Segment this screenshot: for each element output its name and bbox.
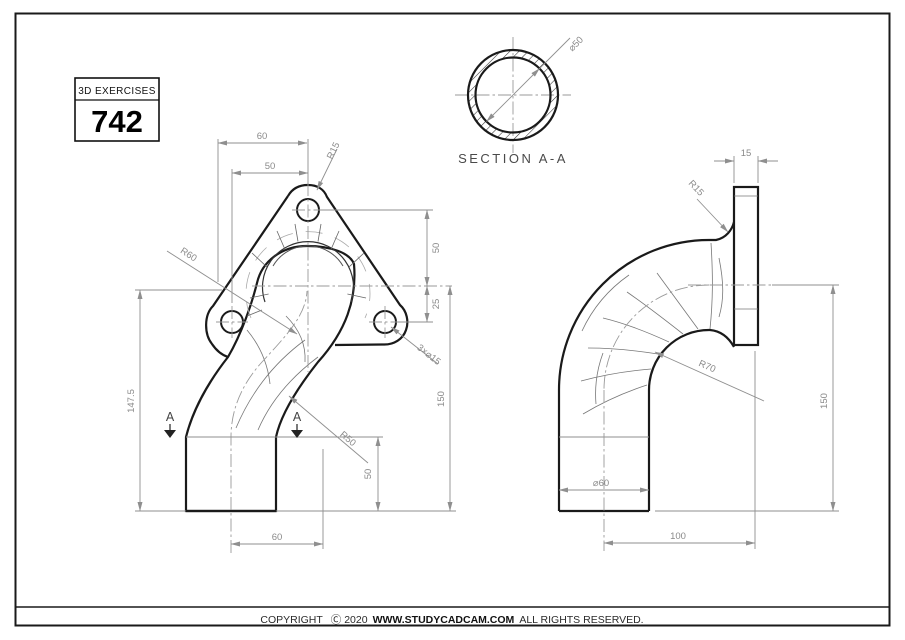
dim-horizontal-length: 100 bbox=[670, 531, 686, 542]
elbow-inner-edge bbox=[647, 328, 735, 511]
section-mark-label: A bbox=[293, 410, 302, 424]
series-label: 3D EXERCISES bbox=[78, 86, 156, 97]
title-block: 3D EXERCISES 742 bbox=[74, 77, 160, 142]
front-centerlines bbox=[216, 183, 452, 553]
dim-bolt-holes: 3×⌀15 bbox=[414, 342, 442, 367]
elbow-shading-lines bbox=[580, 242, 724, 415]
elbow-outer-edge bbox=[557, 221, 736, 511]
pipe-outer-circle bbox=[466, 48, 560, 142]
front-dimension-lines bbox=[137, 140, 453, 547]
pipe-shading-lines bbox=[235, 315, 319, 431]
boss-spokes bbox=[246, 223, 367, 317]
dim-flange-thickness: 15 bbox=[741, 148, 752, 159]
dim-total-height: 150 bbox=[436, 391, 447, 407]
side-centerlines bbox=[603, 284, 772, 551]
front-view: A A bbox=[126, 131, 456, 553]
exercise-number: 742 bbox=[91, 104, 143, 139]
front-extension-lines bbox=[135, 139, 456, 549]
dim-upper-bend-radius: R60 bbox=[178, 246, 199, 265]
dim-left-height: 147.5 bbox=[126, 389, 137, 413]
footer-copyright-word: COPYRIGHT bbox=[260, 614, 323, 626]
side-dimension-lines bbox=[558, 158, 836, 546]
elbow-outline bbox=[557, 185, 760, 513]
pipe-bore-circle bbox=[474, 56, 552, 134]
section-arrow bbox=[164, 430, 176, 438]
flange-plate bbox=[732, 185, 760, 347]
section-mark-right: A bbox=[291, 410, 303, 438]
dim-side-total-height: 150 bbox=[819, 393, 830, 409]
dim-bore-diameter: ⌀50 bbox=[567, 35, 586, 54]
dim-pipe-diameter: ⌀60 bbox=[593, 478, 609, 489]
sheet-border bbox=[14, 12, 891, 627]
dim-lower-bend-radius: R50 bbox=[337, 429, 357, 449]
side-extension-lines bbox=[655, 156, 839, 549]
section-view: ⌀50 SECTION A-A bbox=[455, 35, 586, 166]
bore-diameter-leader-ext bbox=[539, 37, 571, 69]
dim-bend-radius: R70 bbox=[697, 358, 717, 375]
dim-stub-height: 50 bbox=[363, 469, 374, 480]
section-mark-label: A bbox=[166, 410, 175, 424]
dim-top-hole-offset: 50 bbox=[431, 243, 442, 254]
dim-stub-offset: 60 bbox=[272, 532, 283, 543]
flange-left-edge bbox=[205, 195, 289, 359]
dim-bottom-hole-offset: 25 bbox=[431, 299, 442, 310]
footer-rights: ALL RIGHTS RESERVED. bbox=[519, 614, 643, 626]
flange-outline bbox=[205, 183, 409, 359]
boss-outer-arc bbox=[261, 241, 355, 303]
section-mark-left: A bbox=[164, 410, 176, 438]
bore-diameter-leader bbox=[486, 68, 540, 122]
dim-flange-half-width: 50 bbox=[265, 161, 276, 172]
section-view-label: SECTION A-A bbox=[458, 151, 568, 166]
dim-lobe-radius: R15 bbox=[325, 141, 343, 161]
footer-website: WWW.STUDYCADCAM.COM bbox=[373, 614, 515, 626]
footer-copyright: COPYRIGHT Ⓒ 2020 WWW.STUDYCADCAM.COM ALL RI… bbox=[260, 614, 643, 626]
side-view: 15 R15 R70 150 ⌀60 100 bbox=[557, 148, 839, 551]
title-box bbox=[74, 77, 160, 142]
dim-fillet-radius: R15 bbox=[686, 178, 706, 198]
section-arrow bbox=[291, 430, 303, 438]
dim-top-width: 60 bbox=[257, 131, 268, 142]
boss-inner-arc bbox=[272, 245, 344, 267]
flange-right-edge bbox=[287, 183, 409, 347]
footer-year: Ⓒ 2020 bbox=[331, 614, 368, 626]
